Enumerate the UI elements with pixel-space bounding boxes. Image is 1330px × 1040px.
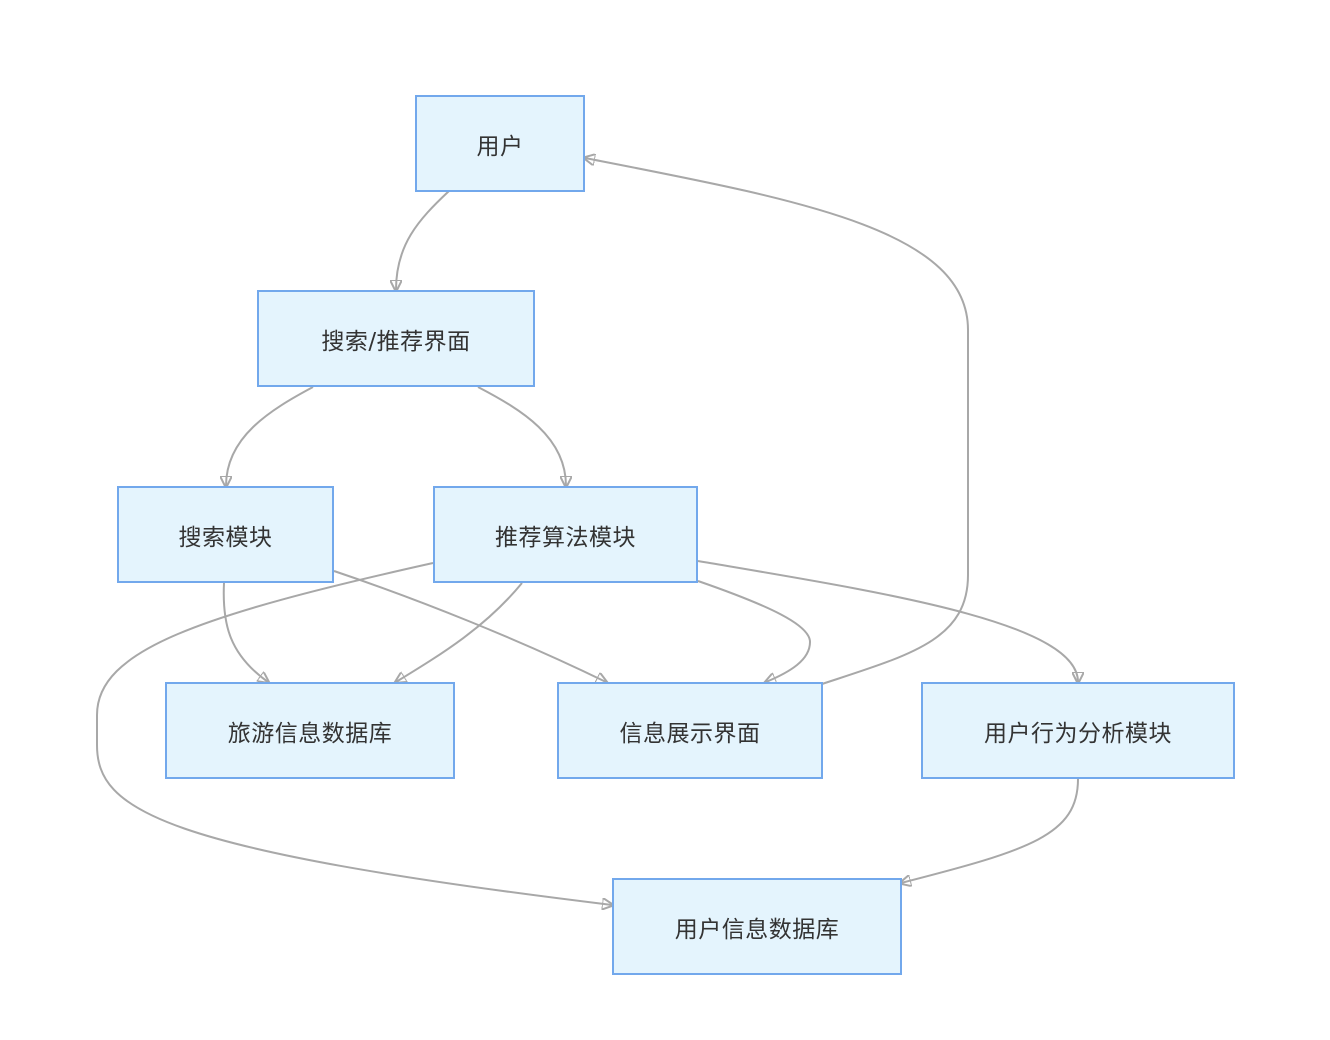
edge-recommend-module-to-travel-db <box>396 582 523 682</box>
node-search-module-label: 搜索模块 <box>178 524 273 551</box>
node-user: 用户 <box>415 95 585 192</box>
edge-user-to-search-recommend-ui <box>396 190 450 290</box>
node-search-module: 搜索模块 <box>117 486 334 583</box>
node-behavior-module-label: 用户行为分析模块 <box>984 720 1172 747</box>
edge-ui-to-recommend-module <box>477 386 566 486</box>
edge-ui-to-search-module <box>226 386 314 486</box>
node-behavior-module: 用户行为分析模块 <box>921 682 1235 779</box>
edge-recommend-module-to-user-db <box>96 562 612 905</box>
edge-recommend-module-to-behavior-module <box>697 560 1078 682</box>
node-recommend-module: 推荐算法模块 <box>433 486 698 583</box>
node-user-db: 用户信息数据库 <box>612 878 902 975</box>
edge-recommend-module-to-info-display <box>697 580 812 682</box>
node-user-db-label: 用户信息数据库 <box>674 916 840 943</box>
edge-search-module-to-info-display <box>333 570 606 682</box>
edge-behavior-module-to-user-db <box>901 778 1079 883</box>
node-search-recommend-ui-label: 搜索/推荐界面 <box>321 328 471 355</box>
node-info-display-label: 信息展示界面 <box>619 720 761 747</box>
node-search-recommend-ui: 搜索/推荐界面 <box>257 290 535 387</box>
edge-search-module-to-travel-db <box>222 582 268 682</box>
edge-info-display-to-user <box>585 158 969 685</box>
node-recommend-module-label: 推荐算法模块 <box>495 524 636 551</box>
node-travel-db-label: 旅游信息数据库 <box>227 720 393 747</box>
node-travel-db: 旅游信息数据库 <box>165 682 455 779</box>
node-info-display: 信息展示界面 <box>557 682 823 779</box>
node-user-label: 用户 <box>476 133 524 160</box>
